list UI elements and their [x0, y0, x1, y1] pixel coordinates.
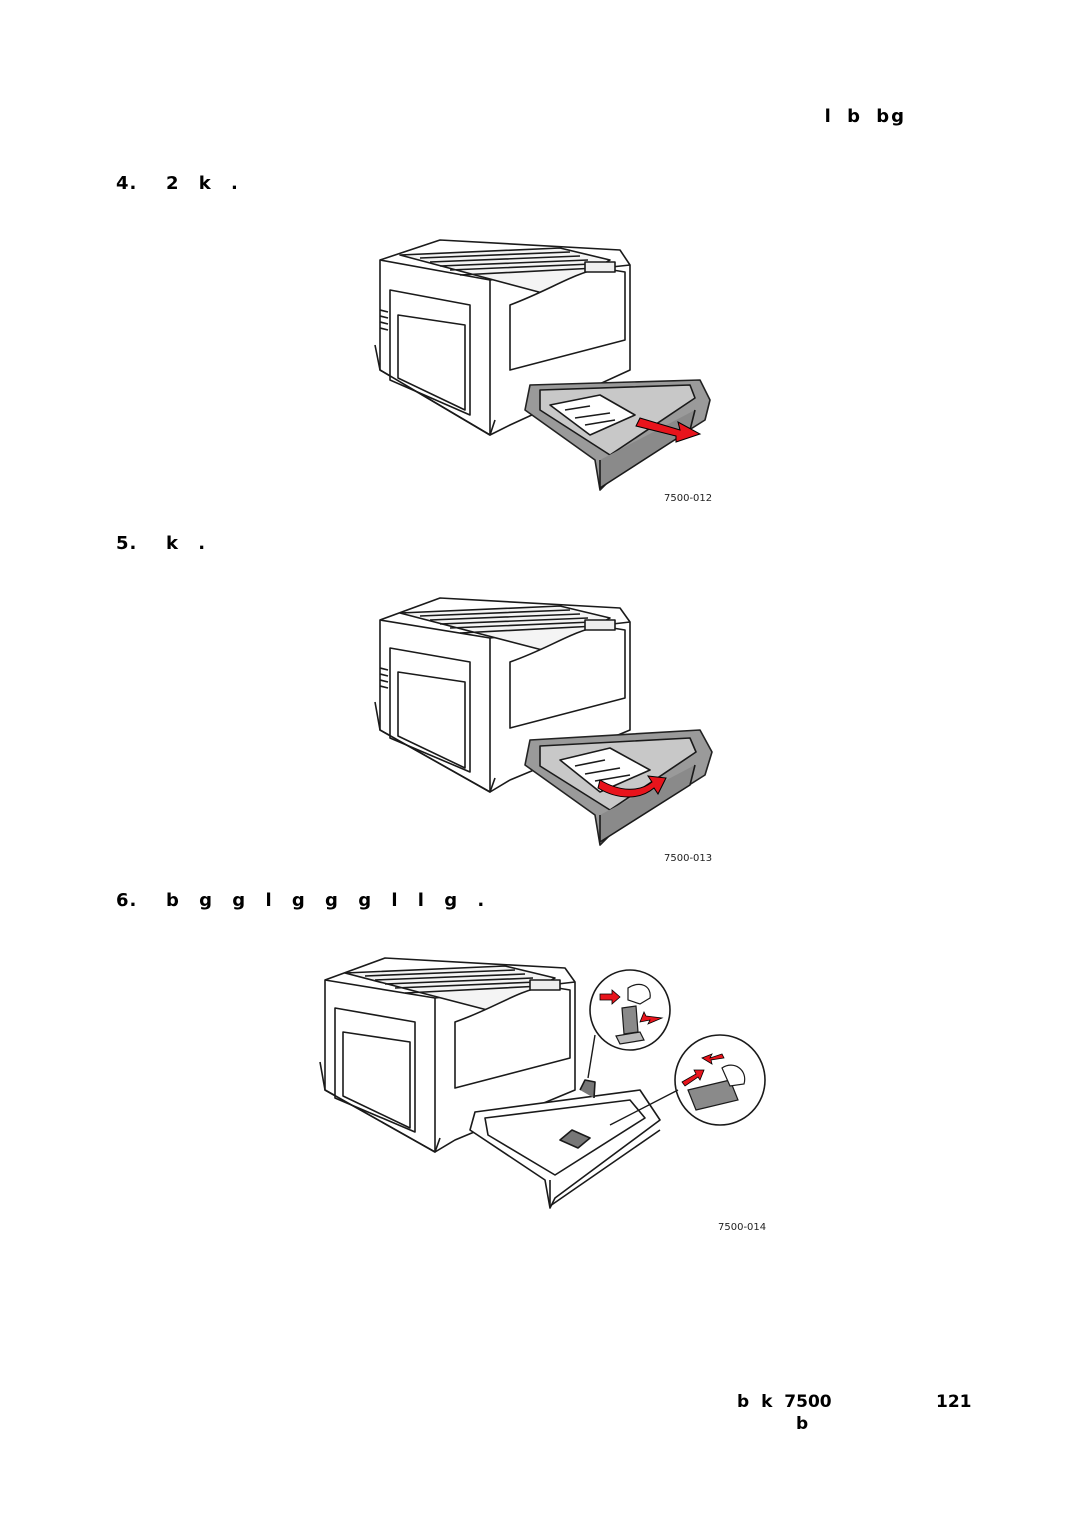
- footer-subtitle: b: [796, 1414, 809, 1434]
- printer-adjust-guides-illustration: [319, 957, 766, 1209]
- page-number: 121: [936, 1392, 972, 1412]
- step-text: k .: [166, 533, 207, 554]
- footer-product: b k 7500: [737, 1392, 832, 1412]
- step-6: 6. b g g l g g g l l g .: [116, 890, 485, 911]
- figure-caption: 7500-012: [664, 493, 713, 504]
- step-text: 2 k .: [166, 173, 239, 194]
- step-number: 5.: [116, 533, 138, 554]
- step-number: 4.: [116, 173, 138, 194]
- figure-caption: 7500-014: [718, 1222, 767, 1233]
- section-header: l b bg: [824, 106, 906, 127]
- step-text: b g g l g g g l l g .: [166, 890, 486, 911]
- printer-remove-paper-illustration: [374, 597, 713, 846]
- step-5: 5. k .: [116, 533, 206, 554]
- figure-caption: 7500-013: [664, 853, 713, 864]
- step-number: 6.: [116, 890, 138, 911]
- step-4: 4. 2 k .: [116, 173, 239, 194]
- printer-tray-open-illustration: [374, 239, 711, 491]
